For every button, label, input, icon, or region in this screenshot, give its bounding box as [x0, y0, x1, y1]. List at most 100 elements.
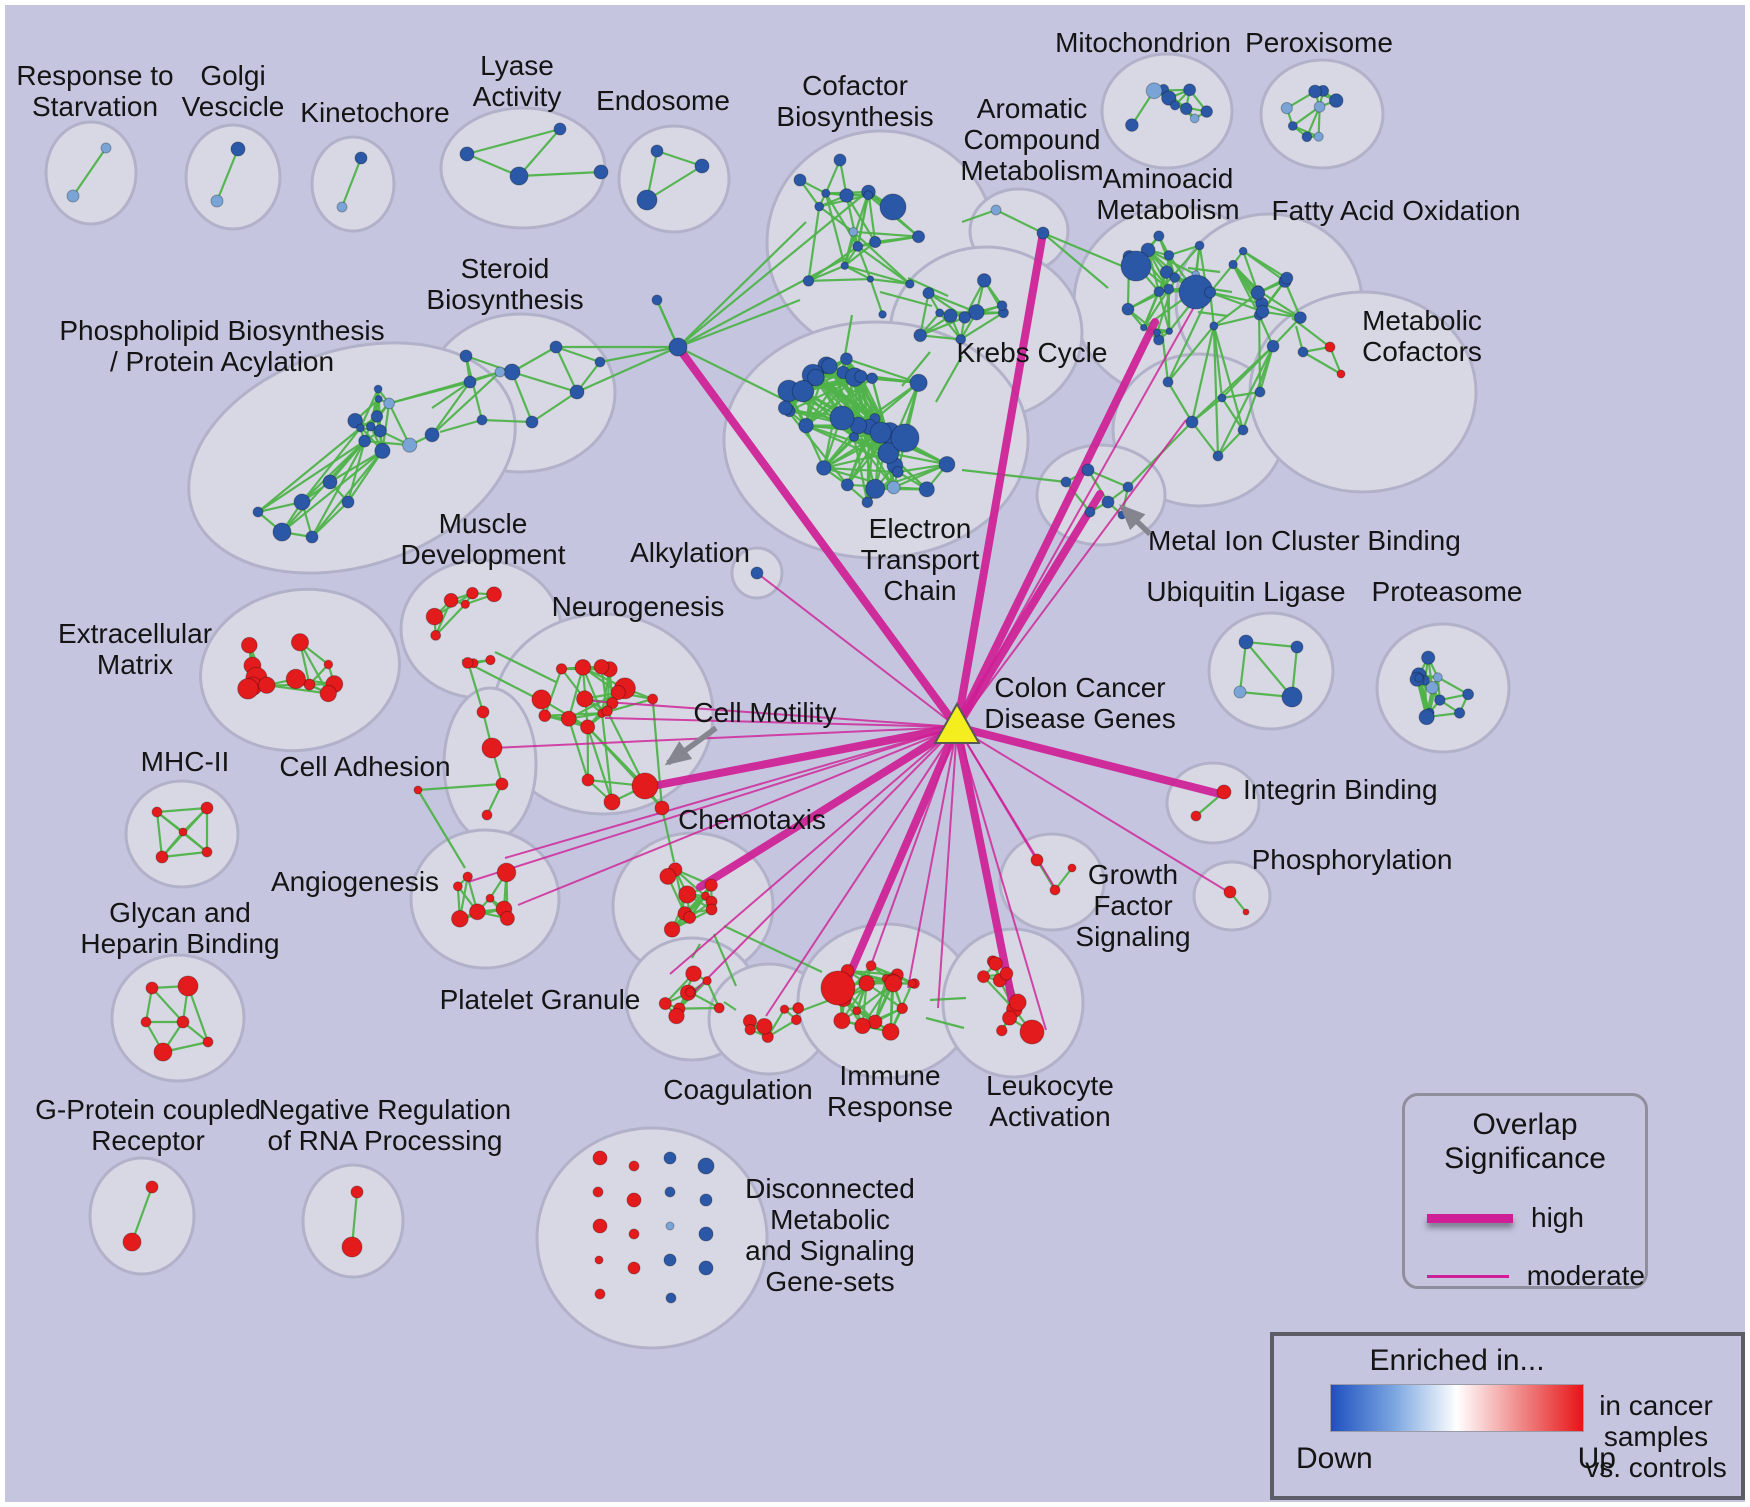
gene-set-node-disconnected-gene-sets[interactable]: [664, 1186, 676, 1198]
gene-set-node-coagulation[interactable]: [744, 1023, 756, 1036]
gene-set-node-extracellular-matrix[interactable]: [319, 684, 337, 703]
gene-set-node-aminoacid-metabolism[interactable]: [1163, 283, 1175, 295]
gene-set-node-metabolic-junction[interactable]: [651, 294, 663, 306]
gene-set-node-immune-response[interactable]: [854, 1017, 871, 1035]
gene-set-node-electron-transport-chain[interactable]: [865, 478, 886, 499]
gene-set-node-electron-transport-chain[interactable]: [891, 466, 904, 478]
gene-set-node-electron-transport-chain[interactable]: [890, 423, 920, 453]
gene-set-node-integrin-binding[interactable]: [1190, 810, 1202, 822]
gene-set-node-immune-response[interactable]: [907, 978, 917, 989]
gene-set-node-proteasome[interactable]: [1418, 708, 1435, 726]
gene-set-node-leukocyte-activation[interactable]: [999, 966, 1014, 981]
gene-set-node-phospholipid-biosynthesis[interactable]: [272, 522, 292, 542]
gene-set-node-metal-ion-cluster-binding[interactable]: [1084, 506, 1096, 518]
gene-set-node-mhc-ii[interactable]: [178, 827, 188, 837]
gene-set-node-chemotaxis[interactable]: [663, 921, 681, 938]
gene-set-node-mitochondrion[interactable]: [1189, 113, 1200, 124]
colon-cancer-hub-node[interactable]: [933, 701, 981, 744]
gene-set-node-aminoacid-metabolism[interactable]: [1163, 249, 1175, 261]
gene-set-node-neurogenesis[interactable]: [601, 705, 613, 717]
gene-set-node-endosome[interactable]: [694, 158, 710, 174]
gene-set-node-gpcr[interactable]: [145, 1180, 159, 1194]
gene-set-node-mhc-ii[interactable]: [200, 801, 214, 815]
gene-set-node-peroxisome[interactable]: [1328, 93, 1344, 108]
gene-set-node-phosphorylation[interactable]: [1242, 908, 1250, 916]
gene-set-node-steroid-biosynthesis[interactable]: [476, 414, 488, 426]
gene-set-node-extracellular-matrix[interactable]: [303, 678, 316, 691]
gene-set-node-extracellular-matrix[interactable]: [258, 676, 276, 694]
gene-set-node-leukocyte-activation[interactable]: [1001, 1010, 1018, 1026]
gene-set-node-electron-transport-chain[interactable]: [918, 481, 935, 498]
gene-set-node-neg-reg-rna-processing[interactable]: [341, 1236, 363, 1258]
gene-set-node-aminoacid-metabolism[interactable]: [1165, 327, 1174, 335]
gene-set-node-disconnected-gene-sets[interactable]: [665, 1292, 677, 1304]
gene-set-node-peroxisome[interactable]: [1287, 120, 1298, 131]
gene-set-node-proteasome[interactable]: [1462, 688, 1475, 701]
gene-set-node-glycan-heparin-binding[interactable]: [140, 1016, 152, 1028]
gene-set-node-proteasome[interactable]: [1414, 673, 1424, 683]
gene-set-node-muscle-development[interactable]: [443, 592, 459, 608]
gene-set-node-aminoacid-metabolism[interactable]: [1153, 334, 1165, 346]
gene-set-node-fatty-acid-oxidation[interactable]: [1162, 376, 1174, 388]
gene-set-node-proteasome[interactable]: [1453, 707, 1466, 719]
gene-set-node-phospholipid-biosynthesis[interactable]: [355, 423, 365, 433]
gene-set-node-growth-factor-signaling[interactable]: [1030, 853, 1044, 867]
gene-set-node-phospholipid-biosynthesis[interactable]: [365, 421, 376, 432]
gene-set-node-alkylation[interactable]: [750, 566, 764, 580]
gene-set-node-proteasome[interactable]: [1434, 694, 1446, 706]
gene-set-node-fatty-acid-oxidation[interactable]: [1185, 415, 1199, 429]
gene-set-node-endosome[interactable]: [636, 189, 658, 211]
gene-set-node-metabolic-cofactors[interactable]: [1336, 369, 1346, 379]
gene-set-node-coagulation[interactable]: [756, 1017, 773, 1035]
gene-set-node-electron-transport-chain[interactable]: [840, 478, 854, 492]
gene-set-node-immune-response[interactable]: [881, 1022, 900, 1041]
gene-set-node-phospholipid-biosynthesis[interactable]: [424, 427, 440, 443]
gene-set-node-coagulation[interactable]: [790, 1014, 802, 1026]
gene-set-node-phospholipid-biosynthesis[interactable]: [374, 395, 383, 403]
gene-set-node-muscle-development[interactable]: [486, 586, 502, 603]
gene-set-node-neurogenesis[interactable]: [603, 793, 621, 811]
gene-set-node-aromatic-compound-metabolism[interactable]: [990, 204, 1002, 216]
gene-set-node-platelet-granule[interactable]: [668, 1007, 685, 1025]
gene-set-node-aminoacid-metabolism[interactable]: [1153, 286, 1165, 298]
gene-set-node-phospholipid-biosynthesis[interactable]: [463, 375, 477, 389]
gene-set-node-mhc-ii[interactable]: [151, 806, 163, 818]
gene-set-node-neurogenesis[interactable]: [631, 772, 659, 800]
gene-set-node-endosome[interactable]: [650, 144, 664, 158]
gene-set-node-phospholipid-biosynthesis[interactable]: [358, 434, 372, 448]
gene-set-node-leukocyte-activation[interactable]: [1019, 1019, 1045, 1045]
gene-set-node-glycan-heparin-binding[interactable]: [176, 1015, 190, 1029]
gene-set-node-cell-adhesion[interactable]: [413, 785, 423, 795]
gene-set-node-krebs-cycle[interactable]: [922, 286, 935, 300]
gene-set-node-mhc-ii[interactable]: [201, 846, 213, 858]
gene-set-node-cofactor-biosynthesis[interactable]: [833, 153, 847, 167]
gene-set-node-metal-ion-cluster-binding[interactable]: [1081, 463, 1095, 477]
gene-set-node-cofactor-biosynthesis[interactable]: [852, 240, 864, 252]
gene-set-node-gpcr[interactable]: [122, 1232, 142, 1252]
gene-set-node-leukocyte-activation[interactable]: [988, 956, 1003, 971]
gene-set-node-neurogenesis[interactable]: [593, 658, 610, 675]
gene-set-node-extracellular-matrix[interactable]: [240, 636, 258, 654]
gene-set-node-mitochondrion[interactable]: [1170, 100, 1181, 111]
gene-set-node-peroxisome[interactable]: [1313, 131, 1324, 142]
gene-set-node-glycan-heparin-binding[interactable]: [177, 975, 199, 997]
gene-set-node-muscle-development[interactable]: [425, 607, 444, 626]
gene-set-node-disconnected-gene-sets[interactable]: [594, 1255, 604, 1265]
gene-set-node-mitochondrion[interactable]: [1200, 105, 1213, 118]
gene-set-node-krebs-cycle[interactable]: [943, 308, 958, 323]
gene-set-node-platelet-granule[interactable]: [702, 976, 712, 986]
gene-set-node-golgi-vescicle[interactable]: [230, 141, 246, 157]
gene-set-node-proteasome[interactable]: [1425, 681, 1439, 695]
gene-set-node-disconnected-gene-sets[interactable]: [663, 1151, 677, 1165]
gene-set-node-immune-response[interactable]: [852, 1006, 862, 1016]
gene-set-node-extracellular-matrix[interactable]: [237, 677, 259, 700]
gene-set-node-fatty-acid-oxidation[interactable]: [1255, 304, 1270, 319]
gene-set-node-fatty-acid-oxidation[interactable]: [1280, 271, 1294, 285]
gene-set-node-fatty-acid-oxidation[interactable]: [1228, 259, 1238, 270]
gene-set-node-krebs-cycle[interactable]: [976, 273, 992, 288]
gene-set-node-neg-reg-rna-processing[interactable]: [350, 1185, 364, 1199]
gene-set-node-angiogenesis[interactable]: [496, 862, 517, 883]
gene-set-node-mitochondrion[interactable]: [1145, 82, 1163, 100]
gene-set-node-cofactor-biosynthesis[interactable]: [793, 173, 807, 187]
gene-set-node-ubiquitin-ligase[interactable]: [1281, 686, 1303, 708]
